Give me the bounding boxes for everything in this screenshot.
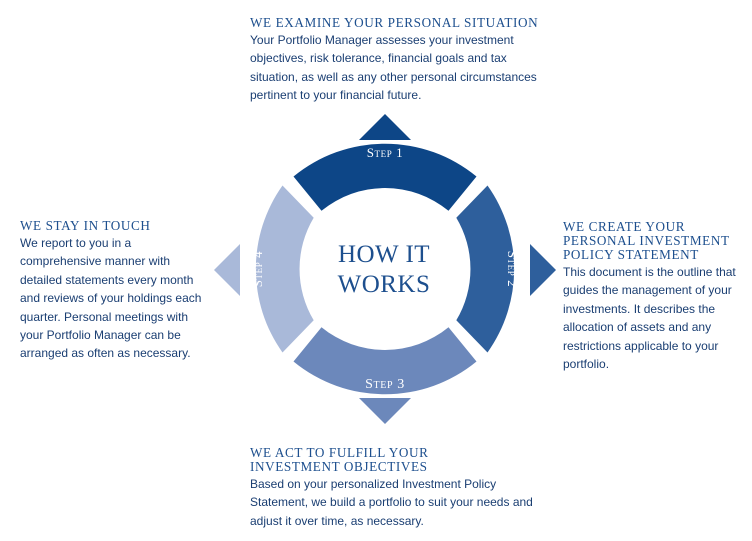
step-4-segment <box>255 185 314 353</box>
step-2-segment <box>456 185 515 353</box>
step-2-description: We create your personal investment polic… <box>563 220 748 373</box>
step-3-arrowhead <box>359 398 411 424</box>
step-4-label: Step 4 <box>250 251 265 288</box>
step-1-label: Step 1 <box>367 145 404 160</box>
step-2-heading-line-1: We create your <box>563 219 686 234</box>
step-3-segment <box>293 327 477 395</box>
step-4-description: We stay in touch We report to you in a c… <box>20 219 220 363</box>
step-2-arrowhead <box>530 244 556 296</box>
step-3-description: We act to fulfill your investment object… <box>250 446 550 530</box>
step-3-body: Based on your personalized Investment Po… <box>250 477 533 528</box>
step-2-heading-line-2: personal investment <box>563 233 730 248</box>
center-title-line-1: HOW IT <box>338 241 430 268</box>
step-2-label: Step 2 <box>505 251 520 288</box>
step-1-segment <box>293 143 477 211</box>
step-1-body: Your Portfolio Manager assesses your inv… <box>250 33 537 103</box>
center-title-line-2: WORKS <box>338 271 431 298</box>
step-1-description: We examine your personal situation Your … <box>250 16 550 105</box>
step-3-label: Step 3 <box>365 377 405 392</box>
step-4-body: We report to you in a comprehensive mann… <box>20 236 202 361</box>
step-3-heading-line-2: investment objectives <box>250 459 428 474</box>
step-3-heading-line-1: We act to fulfill your <box>250 445 429 460</box>
step-1-heading: We examine your personal situation <box>250 15 539 30</box>
step-4-heading: We stay in touch <box>20 218 151 233</box>
step-1-arrowhead <box>359 114 411 140</box>
step-2-body: This document is the outline that guides… <box>563 265 736 372</box>
step-4-arrowhead <box>214 244 240 296</box>
step-2-heading-line-3: policy statement <box>563 247 699 262</box>
